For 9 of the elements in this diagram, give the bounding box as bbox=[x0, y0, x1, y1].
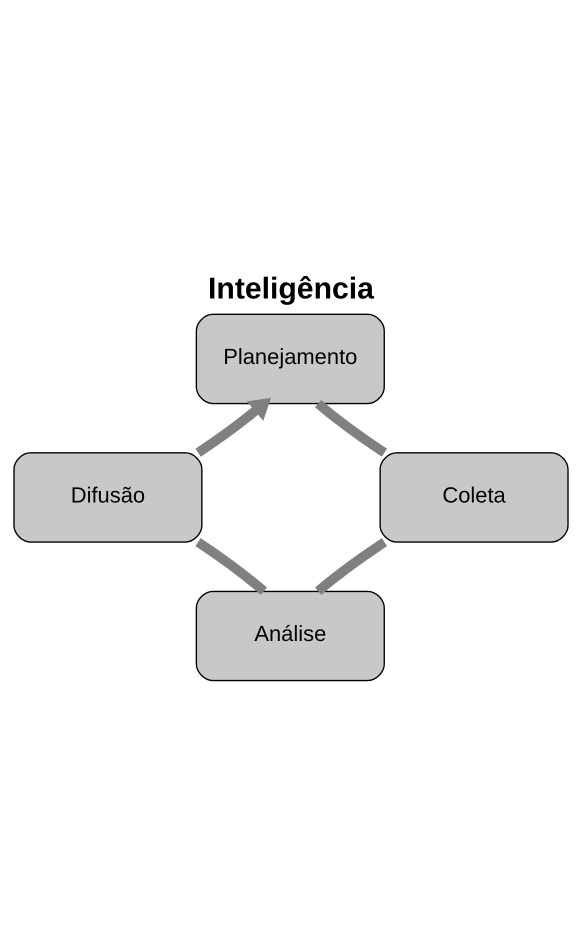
diagram-title: Inteligência bbox=[208, 272, 374, 306]
connector bbox=[315, 538, 388, 594]
connector bbox=[314, 399, 388, 456]
node-box: Análise bbox=[196, 590, 385, 681]
connector bbox=[195, 538, 268, 594]
arrow bbox=[195, 397, 272, 456]
node-box: Difusão bbox=[13, 452, 203, 542]
node-box: Coleta bbox=[379, 452, 569, 542]
node-box: Planejamento bbox=[196, 313, 385, 404]
